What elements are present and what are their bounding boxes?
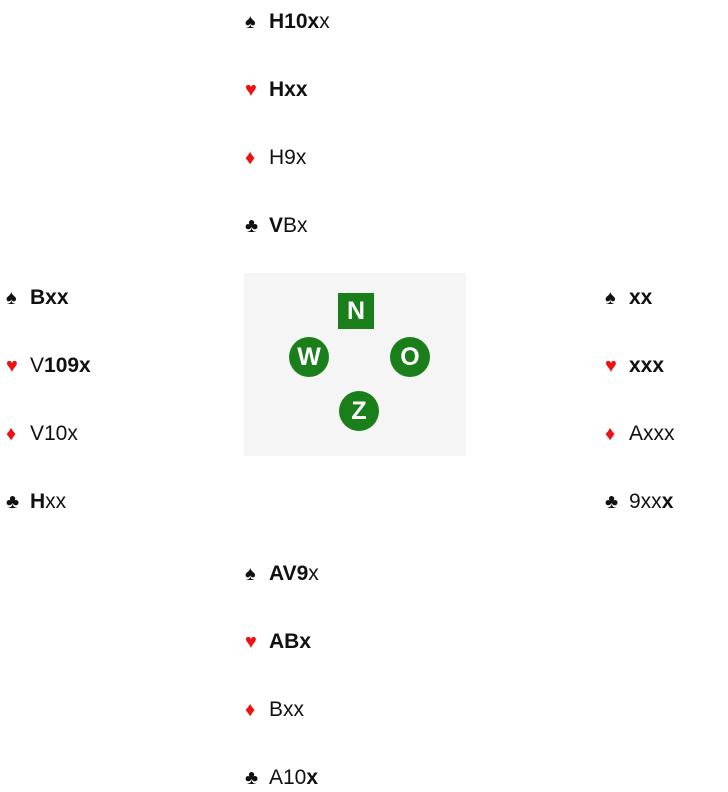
spades-icon: ♠ [245,563,256,585]
diamonds-icon: ♦ [245,147,256,169]
compass-west-label: W [289,337,329,377]
south-hearts-line: ♥ ABx [245,630,311,654]
card-holding: V10x [30,422,78,445]
west-spades-line: ♠ Bxx [6,286,69,310]
compass-north-label: N [338,293,374,329]
diamonds-icon: ♦ [245,699,256,721]
spades-icon: ♠ [6,287,17,309]
card-holding: Hxx [269,78,308,101]
card-holding: xxx [629,354,665,377]
west-hearts-line: ♥ V109x [6,354,91,378]
east-hearts-line: ♥ xxx [605,354,664,378]
card-holding: 109x [44,354,91,377]
diamonds-icon: ♦ [6,423,17,445]
north-hearts-line: ♥ Hxx [245,78,308,102]
spades-icon: ♠ [245,11,256,33]
card-holding: xx [45,490,67,513]
card-holding: xx [629,286,653,309]
card-holding: AV9 [269,562,309,585]
compass-rose: N W O Z [244,273,466,456]
card-holding: ABx [269,630,312,653]
west-clubs-line: ♣ Hxx [6,490,66,514]
clubs-icon: ♣ [245,767,259,789]
card-holding: A10 [269,766,307,789]
card-holding: V [269,214,284,237]
south-spades-line: ♠ AV9x [245,562,319,586]
diamonds-icon: ♦ [605,423,616,445]
hearts-icon: ♥ [6,355,18,377]
hearts-icon: ♥ [605,355,617,377]
card-holding: x [661,490,674,513]
spades-icon: ♠ [605,287,616,309]
north-spades-line: ♠ H10xx [245,10,330,34]
south-diamonds-line: ♦ Bxx [245,698,304,722]
card-holding: Bx [283,214,308,237]
clubs-icon: ♣ [6,491,20,513]
card-holding: x [306,766,319,789]
card-holding: 9xx [629,490,662,513]
card-holding: Bxx [269,698,305,721]
clubs-icon: ♣ [605,491,619,513]
east-spades-line: ♠ xx [605,286,652,310]
card-holding: V [30,354,45,377]
card-holding: H10x [269,10,320,33]
north-diamonds-line: ♦ H9x [245,146,306,170]
card-holding: H [30,490,46,513]
compass-south-label: Z [339,391,379,431]
clubs-icon: ♣ [245,215,259,237]
card-holding: Axxx [629,422,675,445]
compass-east-label: O [390,337,430,377]
card-holding: x [319,10,330,33]
west-diamonds-line: ♦ V10x [6,422,78,446]
east-clubs-line: ♣ 9xxx [605,490,673,514]
hearts-icon: ♥ [245,79,257,101]
east-diamonds-line: ♦ Axxx [605,422,675,446]
south-clubs-line: ♣ A10x [245,766,318,790]
north-clubs-line: ♣ VBx [245,214,308,238]
card-holding: H9x [269,146,307,169]
hearts-icon: ♥ [245,631,257,653]
card-holding: x [308,562,319,585]
card-holding: Bxx [30,286,69,309]
